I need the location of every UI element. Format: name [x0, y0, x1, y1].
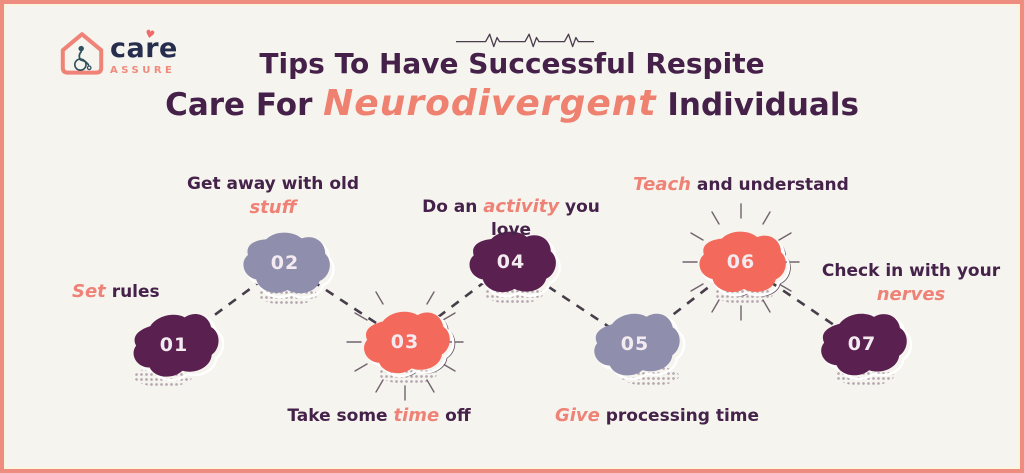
- step-number: 01: [159, 334, 189, 356]
- title-line-2: Care For Neurodivergent Individuals: [165, 83, 859, 125]
- step-number: 02: [270, 252, 300, 274]
- step-blob-04: 04: [463, 229, 563, 304]
- burst-lines-icon: [346, 291, 464, 401]
- step-number: 07: [847, 333, 877, 355]
- brand-tagline: ASSURE: [110, 64, 176, 76]
- step-label-06: Teach and understand: [633, 174, 849, 195]
- step-blob-05: 05: [587, 309, 689, 386]
- care-assure-logo: care ♥ ASSURE: [58, 27, 178, 82]
- step-blob-02: 02: [237, 229, 338, 305]
- step-number: 03: [390, 331, 420, 353]
- page-title: Tips To Have Successful Respite Care For…: [4, 47, 1020, 125]
- brand-name: care: [110, 32, 178, 64]
- step-number: 06: [726, 251, 756, 273]
- step-number: 04: [496, 251, 526, 273]
- burst-lines-icon: [682, 203, 800, 321]
- step-number: 05: [620, 333, 650, 355]
- step-label-05: Give processing time: [554, 405, 760, 426]
- step-blob-06: 06: [682, 203, 800, 321]
- step-label-01: Set rules: [72, 281, 160, 302]
- step-blob-07: 07: [814, 309, 915, 386]
- step-blob-03: 03: [346, 291, 464, 401]
- title-line-1: Tips To Have Successful Respite: [259, 47, 765, 80]
- house-wheelchair-icon: [58, 28, 106, 82]
- step-label-03: Take some time off: [287, 405, 471, 426]
- title-highlight-word: Neurodivergent: [323, 83, 657, 125]
- heartbeat-icon: [455, 28, 595, 52]
- step-blob-01: 01: [126, 308, 229, 387]
- step-label-04: Do an activity you love: [422, 196, 600, 241]
